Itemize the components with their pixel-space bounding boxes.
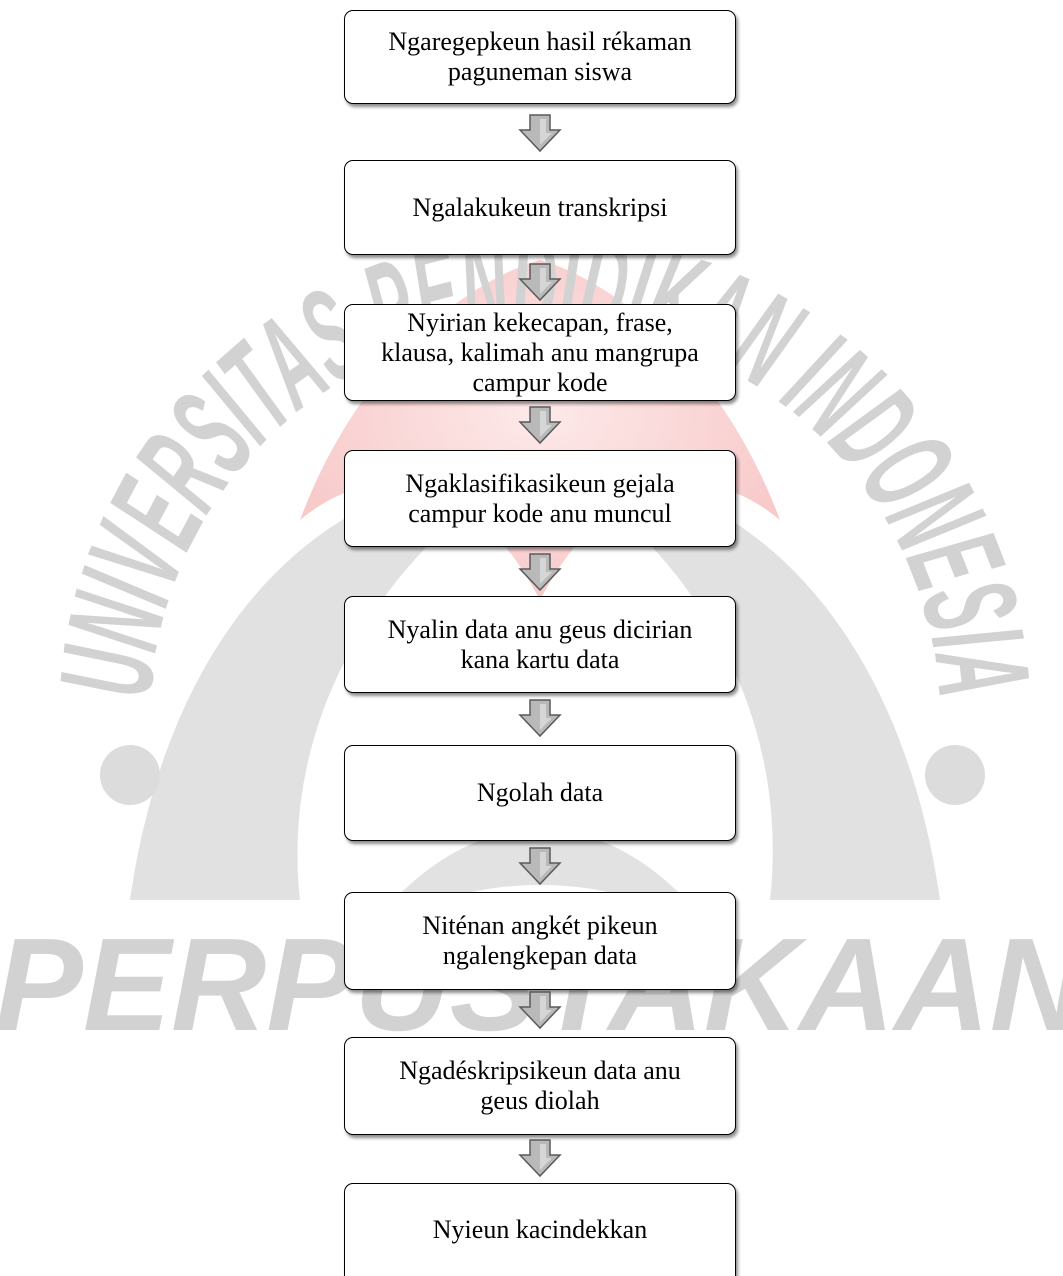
step-label-2: Ngalakukeun transkripsi [412, 192, 668, 222]
down-arrow-icon [518, 263, 562, 302]
step-box-1: Ngaregepkeun hasil rékaman paguneman sis… [344, 10, 736, 104]
watermark-right-dot [925, 745, 985, 805]
step-label-1: Ngaregepkeun hasil rékaman paguneman sis… [388, 27, 692, 86]
step-box-2: Ngalakukeun transkripsi [344, 160, 736, 255]
step-box-3: Nyirian kekecapan, frase, klausa, kalima… [344, 304, 736, 401]
step-label-6: Ngolah data [476, 778, 604, 807]
step-box-9: Nyieun kacindekkan [344, 1183, 736, 1276]
down-arrow-icon [518, 847, 562, 886]
watermark-right-swoosh [560, 470, 940, 900]
step-label-7: Niténan angkét pikeun ngalengkepan data [422, 911, 658, 970]
watermark-left-dot [100, 745, 160, 805]
step-box-7: Niténan angkét pikeun ngalengkepan data [344, 892, 736, 990]
down-arrow-icon [518, 991, 562, 1030]
down-arrow-icon [518, 406, 562, 445]
watermark-left-swoosh [130, 470, 520, 900]
step-box-6: Ngolah data [344, 745, 736, 841]
step-box-5: Nyalin data anu geus dicirian kana kartu… [344, 596, 736, 693]
step-box-4: Ngaklasifikasikeun gejala campur kode an… [344, 450, 736, 547]
step-label-5: Nyalin data anu geus dicirian kana kartu… [387, 614, 693, 674]
step-label-3: Nyirian kekecapan, frase, klausa, kalima… [381, 307, 699, 397]
step-label-4: Ngaklasifikasikeun gejala campur kode an… [405, 468, 675, 528]
step-label-8: Ngadéskripsikeun data anu geus diolah [399, 1056, 681, 1115]
down-arrow-icon [518, 553, 562, 592]
step-box-8: Ngadéskripsikeun data anu geus diolah [344, 1037, 736, 1135]
down-arrow-icon [518, 114, 562, 153]
down-arrow-icon [518, 1139, 562, 1178]
step-label-9: Nyieun kacindekkan [432, 1215, 648, 1244]
down-arrow-icon [518, 699, 562, 738]
